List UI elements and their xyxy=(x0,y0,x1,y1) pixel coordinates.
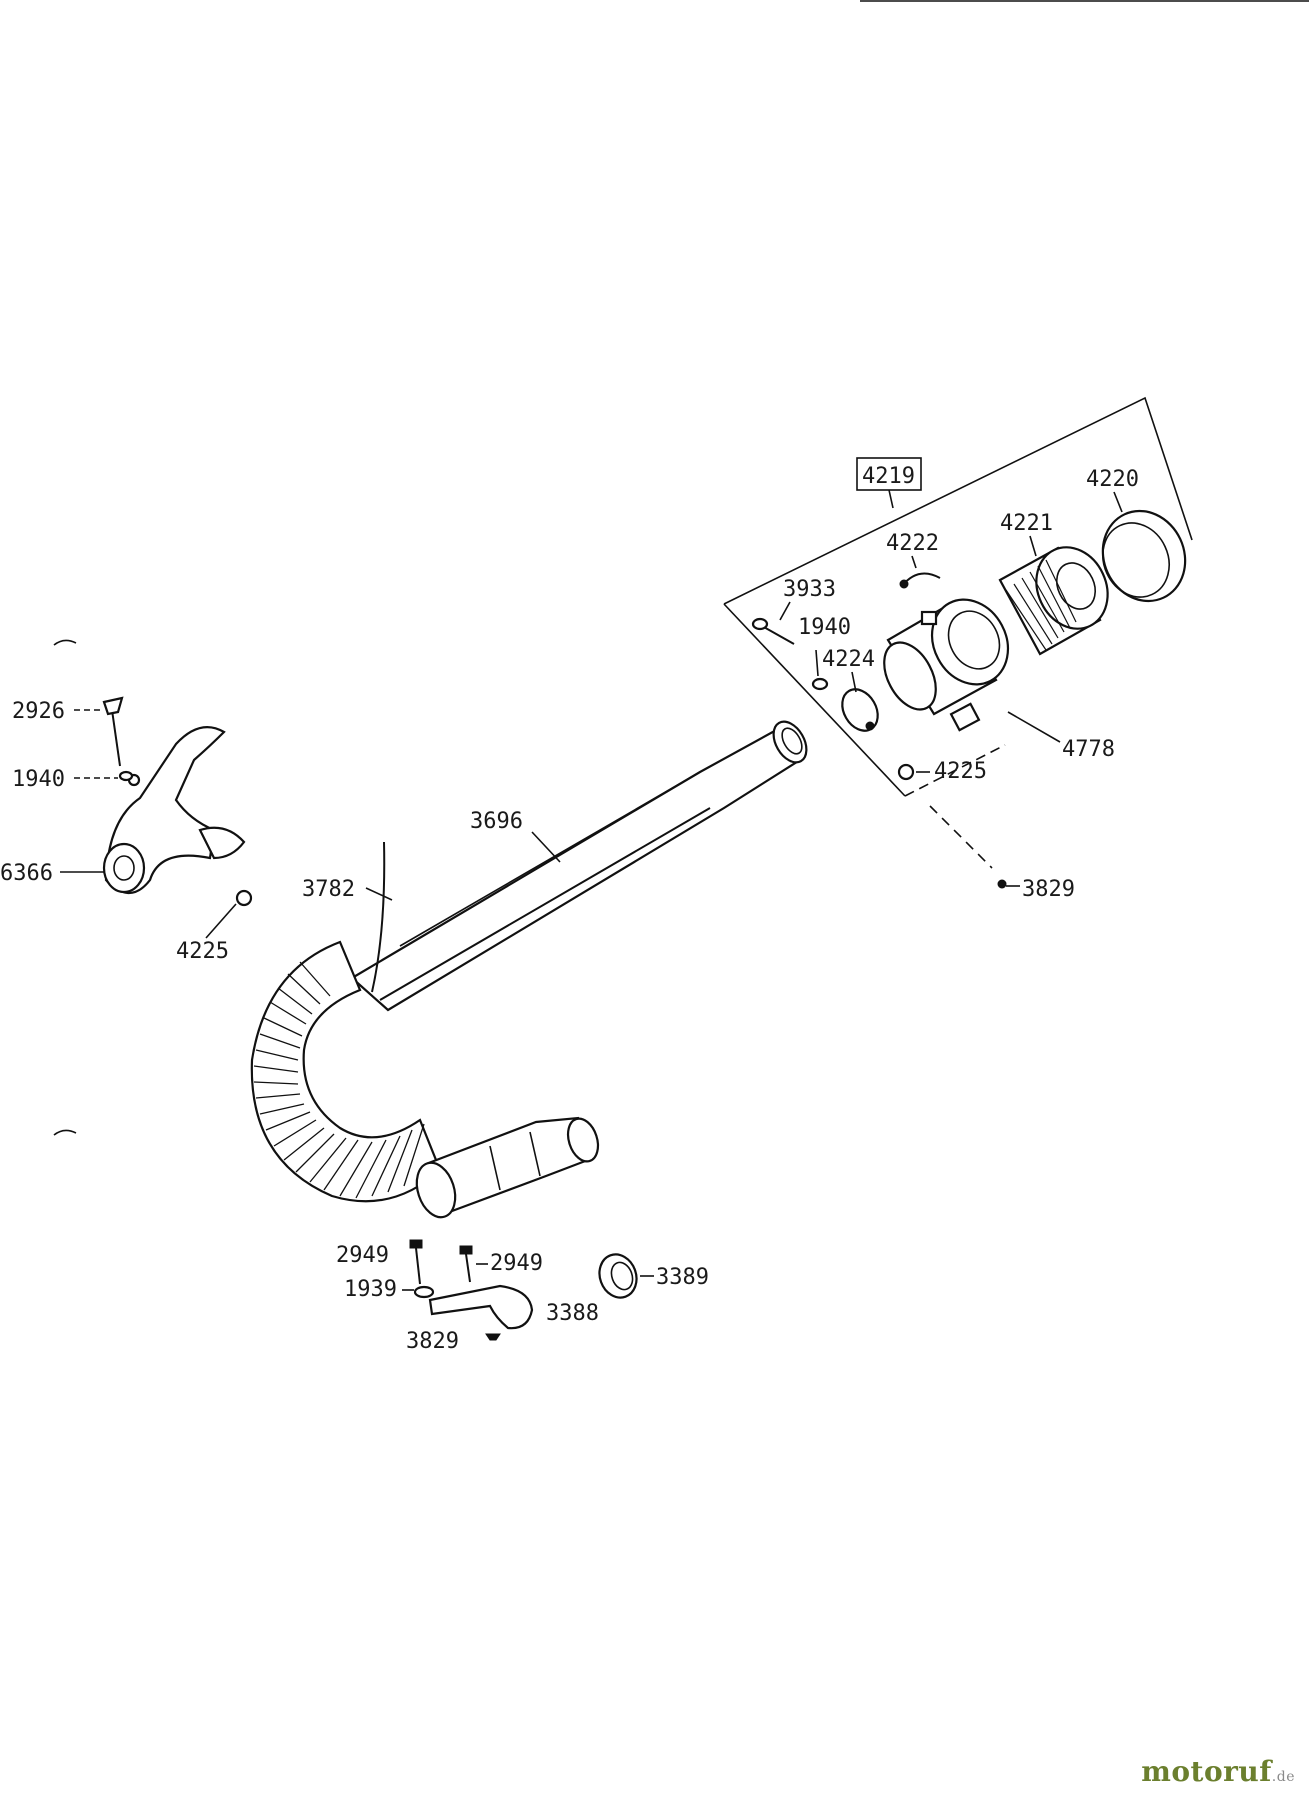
part-label: 2949 xyxy=(490,1251,543,1276)
part-label: 1940 xyxy=(12,767,65,792)
leader-line xyxy=(205,903,237,939)
washer-part: 1940 xyxy=(798,615,851,691)
registration-mark xyxy=(53,639,77,646)
part-label: 6366 xyxy=(0,861,53,886)
part-label: 3696 xyxy=(470,809,523,834)
leader-line xyxy=(1029,535,1037,557)
part-label: 1940 xyxy=(798,615,851,640)
watermark-brand: motoruf xyxy=(1141,1755,1272,1788)
leader-line xyxy=(851,671,857,693)
part-label: 4220 xyxy=(1086,467,1139,492)
leader-line xyxy=(779,601,791,621)
leader-line xyxy=(911,555,917,569)
part-label: 4225 xyxy=(176,939,229,964)
kit-outline xyxy=(723,396,1193,605)
kit-label: 4219 xyxy=(862,464,915,489)
nut-part: 4225 xyxy=(897,759,987,784)
mounting-bracket-group: 2926 1940 6366 4225 xyxy=(0,696,253,964)
part-label: 4224 xyxy=(822,647,875,672)
bolt-part: 3829 xyxy=(929,805,1075,902)
watermark-logo: motoruf.de xyxy=(1141,1755,1295,1788)
filter-cap-part: 4220 xyxy=(1086,467,1187,603)
intake-tube-assembly: 3696 3782 xyxy=(250,720,808,1219)
part-label: 4222 xyxy=(886,531,939,556)
part-label: 4225 xyxy=(934,759,987,784)
registration-mark xyxy=(53,1129,77,1136)
filter-element-part: 4221 xyxy=(998,511,1109,656)
part-label: 3388 xyxy=(546,1301,599,1326)
small-parts-group: 2949 2949 1939 3388 3829 3389 xyxy=(336,1239,709,1354)
leader-line xyxy=(929,805,993,869)
part-label: 1939 xyxy=(344,1277,397,1302)
part-label: 3829 xyxy=(406,1329,459,1354)
watermark-domain: .de xyxy=(1271,1769,1295,1785)
part-label: 2926 xyxy=(12,699,65,724)
part-label: 3389 xyxy=(656,1265,709,1290)
leader-line xyxy=(1113,491,1123,513)
retaining-clip-part: 4222 xyxy=(886,531,941,589)
part-label: 4778 xyxy=(1062,737,1115,762)
part-label: 3829 xyxy=(1022,877,1075,902)
part-label: 3782 xyxy=(302,877,355,902)
screw-part: 3933 xyxy=(751,577,836,645)
air-filter-kit-group: 4219 4220 4221 4222 xyxy=(723,396,1193,797)
leader-line xyxy=(1007,711,1061,743)
part-label: 4221 xyxy=(1000,511,1053,536)
filter-housing-part: 4778 xyxy=(883,598,1115,762)
part-label: 3933 xyxy=(783,577,836,602)
kit-outline xyxy=(904,744,1006,797)
leader-line xyxy=(815,649,819,677)
leader-line xyxy=(365,887,393,901)
kit-outline xyxy=(723,603,906,797)
hose-clamp-part: 4224 xyxy=(822,647,879,732)
part-label: 2949 xyxy=(336,1243,389,1268)
leader-line xyxy=(888,489,894,509)
leader-line xyxy=(531,831,561,863)
